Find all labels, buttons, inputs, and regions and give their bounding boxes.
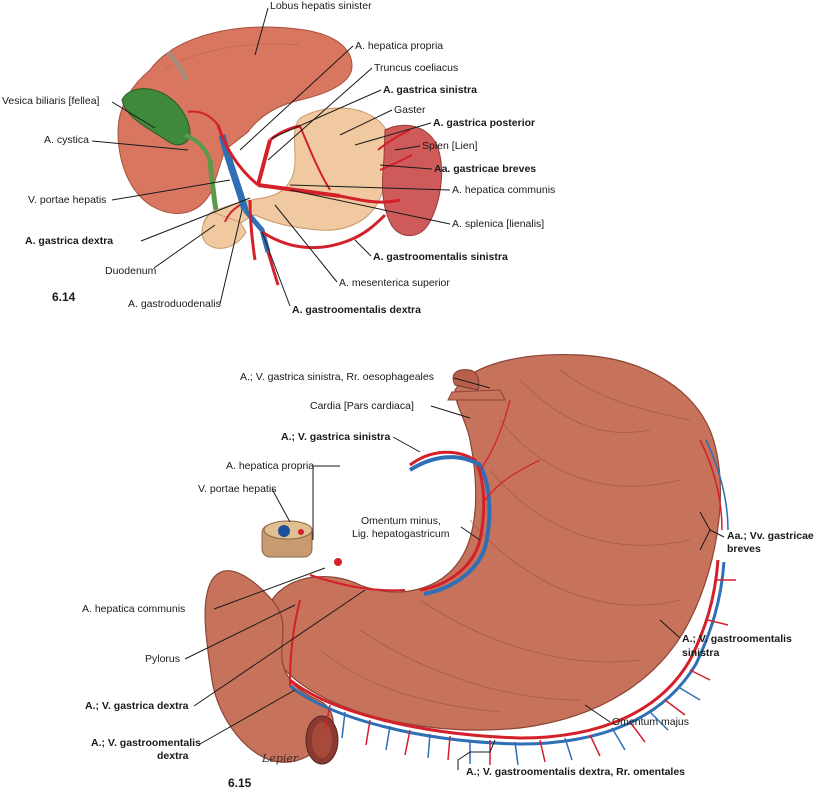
label-a-v-gastroomentalis-dextra-rr-omentales: A.; V. gastroomentalis dextra, Rr. oment… bbox=[466, 766, 686, 778]
label-a-splenica: A. splenica [lienalis] bbox=[452, 218, 545, 230]
artist-signature: Lepier bbox=[262, 752, 299, 765]
label-a-v-gastrica-sinistra: A.; V. gastrica sinistra bbox=[281, 431, 391, 443]
label-a-hepatica-communis-615: A. hepatica communis bbox=[82, 603, 186, 615]
label-truncus-coeliacus: Truncus coeliacus bbox=[374, 62, 459, 74]
label-a-v-gastrica-sinistra-rr-oes: A.; V. gastrica sinistra, Rr. oesophagea… bbox=[240, 371, 434, 383]
left-gastric-vessels bbox=[409, 450, 486, 592]
label-cardia: Cardia [Pars cardiaca] bbox=[310, 400, 414, 412]
label-a-gastroduodenalis: A. gastroduodenalis bbox=[128, 298, 221, 310]
portal-vein-section bbox=[278, 525, 290, 537]
label-pylorus: Pylorus bbox=[145, 653, 181, 665]
label-a-hepatica-communis-614: A. hepatica communis bbox=[452, 184, 556, 196]
label-a-hepatica-propria-614: A. hepatica propria bbox=[355, 40, 444, 52]
duodenum-large bbox=[204, 570, 334, 763]
label-aa-vv-gastricae-breves-line2: breves bbox=[727, 543, 761, 555]
arteries-6-14 bbox=[187, 110, 413, 286]
label-a-cystica: A. cystica bbox=[44, 134, 89, 146]
label-aa-gastricae-breves: Aa. gastricae breves bbox=[434, 163, 537, 175]
figure-6-15-illustration bbox=[204, 353, 736, 766]
label-vesica-biliaris: Vesica biliaris [fellea] bbox=[2, 95, 100, 107]
label-a-v-gastroomentalis-sinistra-line2: sinistra bbox=[682, 647, 720, 659]
hepatic-artery-section bbox=[298, 529, 304, 535]
figure-number-6-15: 6.15 bbox=[228, 776, 252, 790]
leader-lines-6-14 bbox=[91, 7, 451, 307]
label-v-portae-hepatis-615: V. portae hepatis bbox=[198, 483, 277, 495]
spleen bbox=[382, 124, 443, 237]
label-a-gastroomentalis-dextra: A. gastroomentalis dextra bbox=[292, 304, 421, 316]
label-v-portae-hepatis-614: V. portae hepatis bbox=[28, 194, 107, 206]
label-duodenum: Duodenum bbox=[105, 265, 157, 277]
label-a-v-gastrica-dextra: A.; V. gastrica dextra bbox=[85, 700, 189, 712]
label-a-gastroomentalis-sinistra: A. gastroomentalis sinistra bbox=[373, 251, 508, 263]
gallbladder bbox=[121, 88, 191, 146]
label-aa-vv-gastricae-breves-line1: Aa.; Vv. gastricae bbox=[727, 530, 814, 542]
label-a-v-gastroomentalis-dextra-line2: dextra bbox=[157, 750, 189, 762]
label-omentum-majus: Omentum majus bbox=[612, 716, 690, 728]
label-omentum-minus-line1: Omentum minus, bbox=[361, 515, 441, 527]
label-a-v-gastroomentalis-sinistra-line1: A.; V. gastroomentalis bbox=[682, 633, 792, 645]
label-a-gastrica-posterior: A. gastrica posterior bbox=[433, 117, 536, 129]
label-omentum-minus-line2: Lig. hepatogastricum bbox=[352, 528, 450, 540]
greater-curvature-vessels bbox=[289, 559, 720, 740]
liver bbox=[117, 26, 353, 214]
stomach-large bbox=[264, 353, 721, 731]
leader-lines-6-15 bbox=[184, 377, 725, 770]
label-gaster: Gaster bbox=[394, 104, 426, 116]
label-a-mesenterica-superior: A. mesenterica superior bbox=[339, 277, 450, 289]
label-a-gastrica-sinistra-614: A. gastrica sinistra bbox=[383, 84, 477, 96]
label-lobus-hepatis-sinister: Lobus hepatis sinister bbox=[270, 0, 372, 12]
figure-number-6-14: 6.14 bbox=[52, 290, 76, 304]
label-a-gastrica-dextra-614: A. gastrica dextra bbox=[25, 235, 114, 247]
label-a-hepatica-propria-615: A. hepatica propria bbox=[226, 460, 315, 472]
label-a-v-gastroomentalis-dextra-line1: A.; V. gastroomentalis bbox=[91, 737, 201, 749]
label-splen: Splen [Lien] bbox=[422, 140, 478, 152]
